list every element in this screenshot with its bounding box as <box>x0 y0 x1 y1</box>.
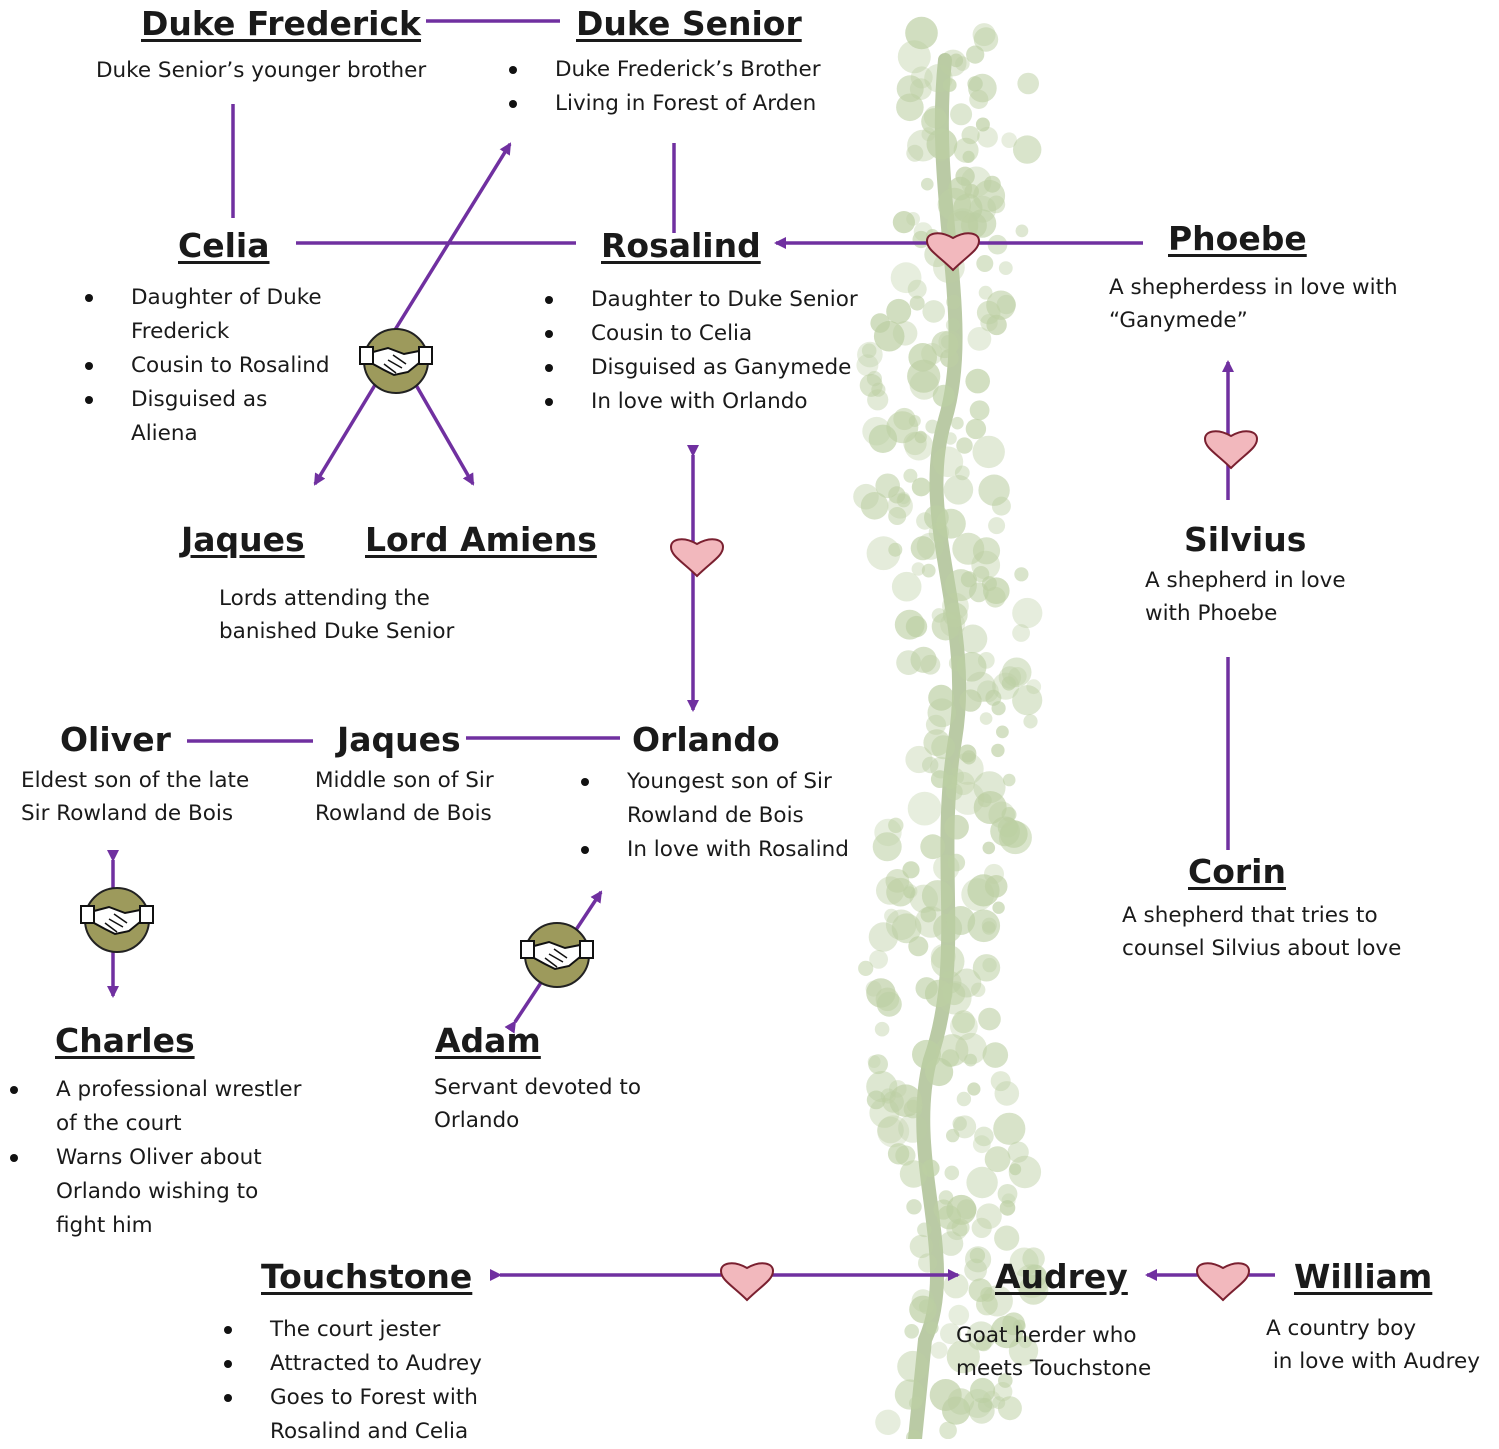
connector-lords-dukesenior <box>383 142 512 347</box>
bullets-charles: A professional wrestler of the court War… <box>10 1073 310 1243</box>
name-lord-amiens: Lord Amiens <box>365 520 597 559</box>
bullet-item: Cousin to Rosalind <box>85 349 340 383</box>
bullet-item: Disguised as Ganymede <box>545 351 858 385</box>
name-rosalind: Rosalind <box>601 226 761 265</box>
bullet-item: Daughter of Duke Frederick <box>85 281 340 349</box>
bullets-celia: Daughter of Duke Frederick Cousin to Ros… <box>85 281 340 451</box>
description-jaques-son: Middle son of Sir Rowland de Bois <box>315 768 494 826</box>
description-adam: Servant devoted to Orlando <box>434 1075 641 1133</box>
name-charles: Charles <box>55 1021 195 1060</box>
description-silvius: A shepherd in love with Phoebe <box>1145 568 1346 626</box>
bullet-item: The court jester <box>224 1313 486 1347</box>
bullets-orlando: Youngest son of Sir Rowland de Bois In l… <box>581 765 856 867</box>
heart-icon <box>669 538 725 578</box>
name-adam: Adam <box>435 1021 541 1060</box>
name-phoebe: Phoebe <box>1168 219 1307 258</box>
bullet-item: A professional wrestler of the court <box>10 1073 310 1141</box>
bullet-item: Attracted to Audrey <box>224 1347 486 1381</box>
bullet-item: Warns Oliver about Orlando wishing to fi… <box>10 1141 310 1243</box>
bullet-item: Duke Frederick’s Brother <box>509 53 821 87</box>
name-corin: Corin <box>1188 852 1286 891</box>
handshake-icon <box>80 887 154 953</box>
tree-image <box>853 16 1049 1439</box>
description-duke-frederick: Duke Senior’s younger brother <box>96 58 427 83</box>
handshake-icon <box>520 922 594 988</box>
name-jaques-son: Jaques <box>337 720 461 759</box>
name-touchstone: Touchstone <box>261 1257 473 1296</box>
name-oliver: Oliver <box>60 720 171 759</box>
description-william: A country boy in love with Audrey <box>1266 1316 1480 1374</box>
name-jaques-lord: Jaques <box>181 520 305 559</box>
heart-icon <box>1195 1262 1251 1302</box>
heart-icons <box>669 232 1259 1302</box>
name-celia: Celia <box>178 226 270 265</box>
bullet-item: In love with Rosalind <box>581 833 856 867</box>
bullets-touchstone: The court jester Attracted to Audrey Goe… <box>224 1313 486 1449</box>
description-oliver: Eldest son of the late Sir Rowland de Bo… <box>21 768 250 826</box>
description-corin: A shepherd that tries to counsel Silvius… <box>1122 903 1402 961</box>
bullet-item: In love with Orlando <box>545 385 858 419</box>
bullets-rosalind: Daughter to Duke Senior Cousin to Celia … <box>545 283 858 419</box>
description-phoebe: A shepherdess in love with “Ganymede” <box>1109 275 1398 333</box>
bullet-item: Living in Forest of Arden <box>509 87 821 121</box>
description-audrey: Goat herder who meets Touchstone <box>956 1323 1152 1381</box>
heart-icon <box>719 1262 775 1302</box>
name-william: William <box>1294 1257 1433 1296</box>
handshake-icons <box>80 328 594 988</box>
bullet-item: Youngest son of Sir Rowland de Bois <box>581 765 856 833</box>
name-duke-frederick: Duke Frederick <box>141 4 422 43</box>
bullet-item: Cousin to Celia <box>545 317 858 351</box>
name-silvius: Silvius <box>1184 520 1307 559</box>
connector-lords-amiens <box>414 384 475 486</box>
bullets-duke-senior: Duke Frederick’s Brother Living in Fores… <box>509 53 821 121</box>
heart-icon <box>1203 430 1259 470</box>
heart-icon <box>925 232 981 272</box>
handshake-icon <box>359 328 433 394</box>
bullet-item: Disguised as Aliena <box>85 383 340 451</box>
name-audrey: Audrey <box>995 1257 1128 1296</box>
bullet-item: Daughter to Duke Senior <box>545 283 858 317</box>
name-duke-senior: Duke Senior <box>576 4 802 43</box>
description-lords: Lords attending the banished Duke Senior <box>219 586 455 644</box>
connector-lords-jaques <box>313 384 377 486</box>
name-orlando: Orlando <box>632 720 780 759</box>
